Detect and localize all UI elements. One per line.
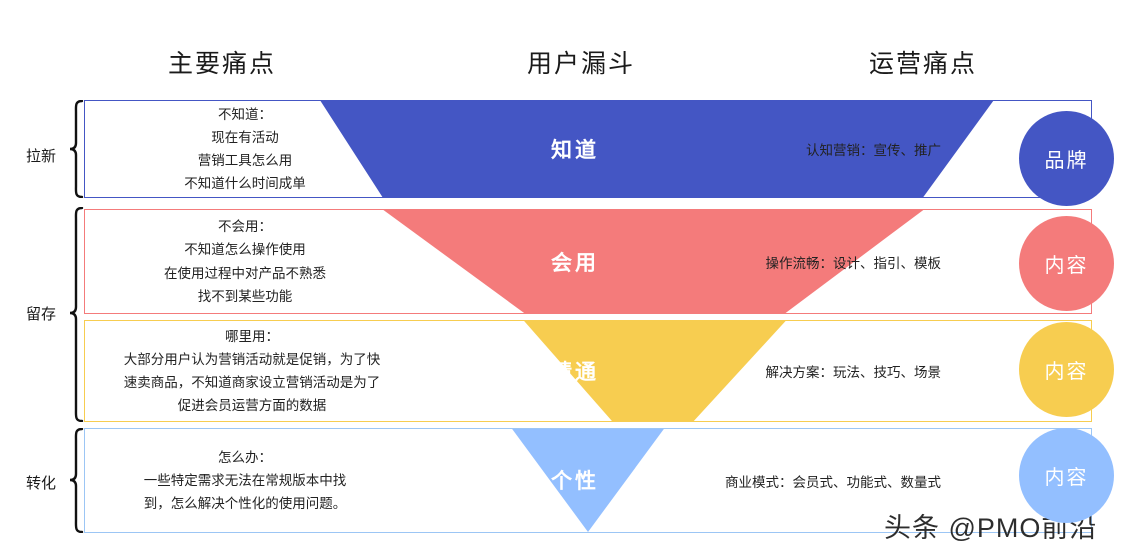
column-header-pain: 主要痛点 (168, 50, 277, 78)
funnel-row-personal[interactable]: 怎么办： 一些特定需求无法在常规版本中找 到，怎么解决个性化的使用问题。 个性 … (84, 428, 1092, 533)
ops-text-personal: 商业模式：会员式、功能式、数量式 (725, 474, 941, 490)
funnel-band-personal (512, 429, 664, 532)
funnel-stage-label-know: 知道 (551, 139, 599, 162)
funnel-stage-label-personal: 个性 (551, 470, 599, 493)
funnel-row-master[interactable]: 哪里用： 大部分用户认为营销活动就是促销，为了快 速卖商品，不知道商家设立营销活… (84, 320, 1092, 422)
ops-text-know: 认知营销：宣传、推广 (806, 143, 941, 158)
column-header-ops: 运营痛点 (869, 50, 978, 78)
outcome-circle-content-master[interactable]: 内容 (1019, 322, 1114, 417)
funnel-row-know[interactable]: 不知道： 现在有活动 营销工具怎么用 不知道什么时间成单 知道 认知营销：宣传、… (84, 100, 1092, 198)
funnel-stage-label-use: 会用 (551, 251, 599, 275)
bracket-icon-retention (68, 207, 84, 422)
funnel-row-use[interactable]: 不会用： 不知道怎么操作使用 在使用过程中对产品不熟悉 找不到某些功能 会用 操… (84, 209, 1092, 314)
stage-label-conversion: 转化 (26, 475, 57, 492)
stage-label-retention: 留存 (26, 306, 57, 323)
funnel-stage-label-master: 精通 (551, 361, 599, 384)
stage-label-acquisition: 拉新 (26, 148, 57, 165)
ops-text-master: 解决方案：玩法、技巧、场景 (765, 365, 942, 380)
ops-text-use: 操作流畅：设计、指引、模板 (765, 255, 942, 271)
funnel-band-master (524, 321, 786, 421)
bracket-icon-acquisition (68, 100, 84, 198)
funnel-band-know (320, 101, 994, 197)
bracket-icon-conversion (68, 428, 84, 533)
outcome-circle-content-personal[interactable]: 内容 (1019, 428, 1114, 523)
outcome-circle-brand[interactable]: 品牌 (1019, 111, 1114, 206)
column-header-funnel: 用户漏斗 (527, 50, 636, 78)
outcome-circle-content-use[interactable]: 内容 (1019, 216, 1114, 311)
funnel-band-use (383, 210, 924, 313)
